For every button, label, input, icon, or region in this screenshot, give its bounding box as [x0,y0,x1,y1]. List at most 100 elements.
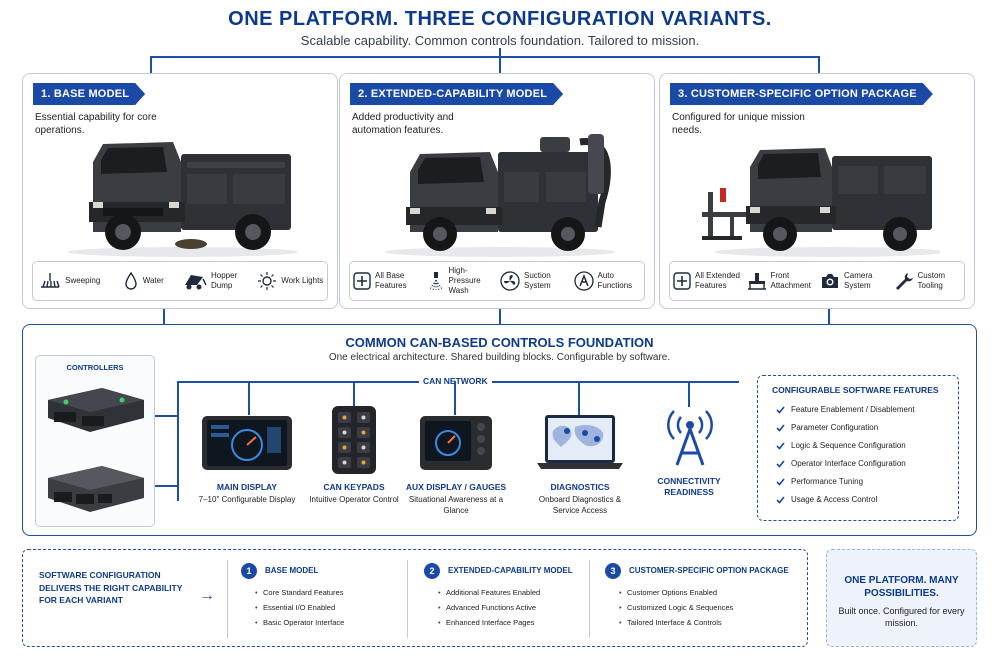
feature-label: Custom Tooling [917,271,946,290]
sweeping-icon [41,273,60,288]
feature-sweeping: Sweeping [33,262,107,300]
checkmark-icon [776,405,785,414]
config-item: Additional Features Enabled [438,588,540,597]
controller-module-1 [48,388,144,432]
can-keypads-sub: Intuitive Operator Control [309,495,399,504]
feature-label: Water [142,276,164,285]
bus-drop-aux-display [454,381,456,415]
config-item: Customer Options Enabled [619,588,717,597]
divider [227,560,228,638]
can-keypad-image [332,406,376,474]
step-number: 1 [241,563,257,579]
bracket-line [150,56,820,58]
software-feature-item: Logic & Sequence Configuration [776,441,906,450]
aux-display-title: AUX DISPLAY / GAUGES [405,482,507,492]
config-item: Advanced Functions Active [438,603,536,612]
config-item: Tailored Interface & Controls [619,618,722,627]
work-light-icon [258,272,277,290]
config-item: Essential I/O Enabled [255,603,335,612]
bracket-drop-1 [150,56,152,73]
config-column-title: BASE MODEL [265,566,319,575]
feature-all-base: All Base Features [350,262,424,300]
feature-work-lights: Work Lights [254,262,328,300]
variant-link-2 [499,309,501,324]
diagnostics-laptop-image [537,415,623,469]
can-keypads-title: CAN KEYPADS [323,482,385,492]
feature-label: All Extended Features [695,271,740,290]
controller-module-2 [48,466,144,512]
truck-image-extended [380,132,620,257]
arrow-right-icon: → [199,587,215,604]
antenna-icon [667,410,713,466]
checkmark-icon [776,423,785,432]
variant-card-base: 1. BASE MODEL Essential capability for c… [22,73,338,309]
feature-custom-tooling: Custom Tooling [891,262,965,300]
auto-a-icon [573,271,594,291]
aux-display-image [420,416,492,470]
main-display-image [202,416,292,470]
feature-bar: All Base Features High-Pressure Wash Suc… [349,261,645,301]
bus-drop-connectivity [688,381,690,407]
bracket-drop-3 [818,56,820,73]
feature-suction-system: Suction System [497,262,571,300]
software-feature-label: Parameter Configuration [791,423,879,432]
controllers-box: CONTROLLERS [35,355,155,527]
config-column-title: EXTENDED-CAPABILITY MODEL [448,566,573,575]
controls-foundation: COMMON CAN-BASED CONTROLS FOUNDATION One… [22,324,977,536]
plus-box-icon [673,272,691,290]
software-feature-item: Parameter Configuration [776,423,878,432]
feature-high-pressure-wash: High-Pressure Wash [424,262,498,300]
feature-camera-system: Camera System [817,262,891,300]
software-configuration-lead: SOFTWARE CONFIGURATION DELIVERS THE RIGH… [39,570,183,605]
variant-description: Added productivity and automation featur… [352,112,454,136]
connectivity-title: CONNECTIVITY READINESS [657,476,721,497]
front-attachment-icon [747,273,766,290]
truck-image-customer [700,132,945,257]
checkmark-icon [776,495,785,504]
software-feature-label: Logic & Sequence Configuration [791,441,906,450]
feature-label: Auto Functions [597,271,633,290]
checkmark-icon [776,477,785,486]
page-title: ONE PLATFORM. THREE CONFIGURATION VARIAN… [228,8,772,30]
feature-label: Sweeping [65,276,101,285]
software-configuration-strip: SOFTWARE CONFIGURATION DELIVERS THE RIGH… [22,549,808,647]
feature-label: Suction System [524,271,551,290]
controls-title: COMMON CAN-BASED CONTROLS FOUNDATION [345,335,654,350]
bus-drop-main-display [248,381,250,415]
software-feature-item: Performance Tuning [776,477,863,486]
feature-bar: Sweeping Water Hopper Dump Work Lights [32,261,328,301]
variant-tab: 2. EXTENDED-CAPABILITY MODEL [350,83,563,105]
variant-link-1 [163,309,165,324]
software-feature-item: Feature Enablement / Disablement [776,405,915,414]
config-item: Enhanced Interface Pages [438,618,534,627]
feature-label: Camera System [844,271,873,290]
bus-drop-diagnostics [578,381,580,415]
controller-link-1 [155,415,179,417]
divider [407,560,408,638]
controllers-label: CONTROLLERS [66,363,124,372]
feature-label: High-Pressure Wash [448,266,481,295]
software-features-title: CONFIGURABLE SOFTWARE FEATURES [772,385,939,395]
callout-title: ONE PLATFORM. MANY POSSIBILITIES. [844,575,959,599]
variant-card-extended: 2. EXTENDED-CAPABILITY MODEL Added produ… [339,73,655,309]
variant-tab: 3. CUSTOMER-SPECIFIC OPTION PACKAGE [670,83,933,105]
software-feature-label: Performance Tuning [791,477,864,486]
page-subtitle: Scalable capability. Common controls fou… [300,33,700,48]
bus-drop-keypads [353,381,355,407]
variant-tab: 1. BASE MODEL [33,83,145,105]
step-number: 2 [424,563,440,579]
software-feature-item: Operator Interface Configuration [776,459,906,468]
one-platform-callout: ONE PLATFORM. MANY POSSIBILITIES. Built … [826,549,977,647]
step-number: 3 [605,563,621,579]
feature-all-extended: All Extended Features [670,262,744,300]
feature-label: All Base Features [375,271,407,290]
feature-auto-functions: Auto Functions [571,262,645,300]
diagnostics-sub: Onboard Diagnostics & Service Access [538,495,622,515]
feature-water: Water [107,262,181,300]
feature-label: Work Lights [281,276,324,285]
feature-hopper-dump: Hopper Dump [180,262,254,300]
fan-icon [500,271,520,291]
truck-image-base [63,132,303,257]
bracket-drop-2 [499,48,501,73]
wrench-icon [895,273,913,290]
